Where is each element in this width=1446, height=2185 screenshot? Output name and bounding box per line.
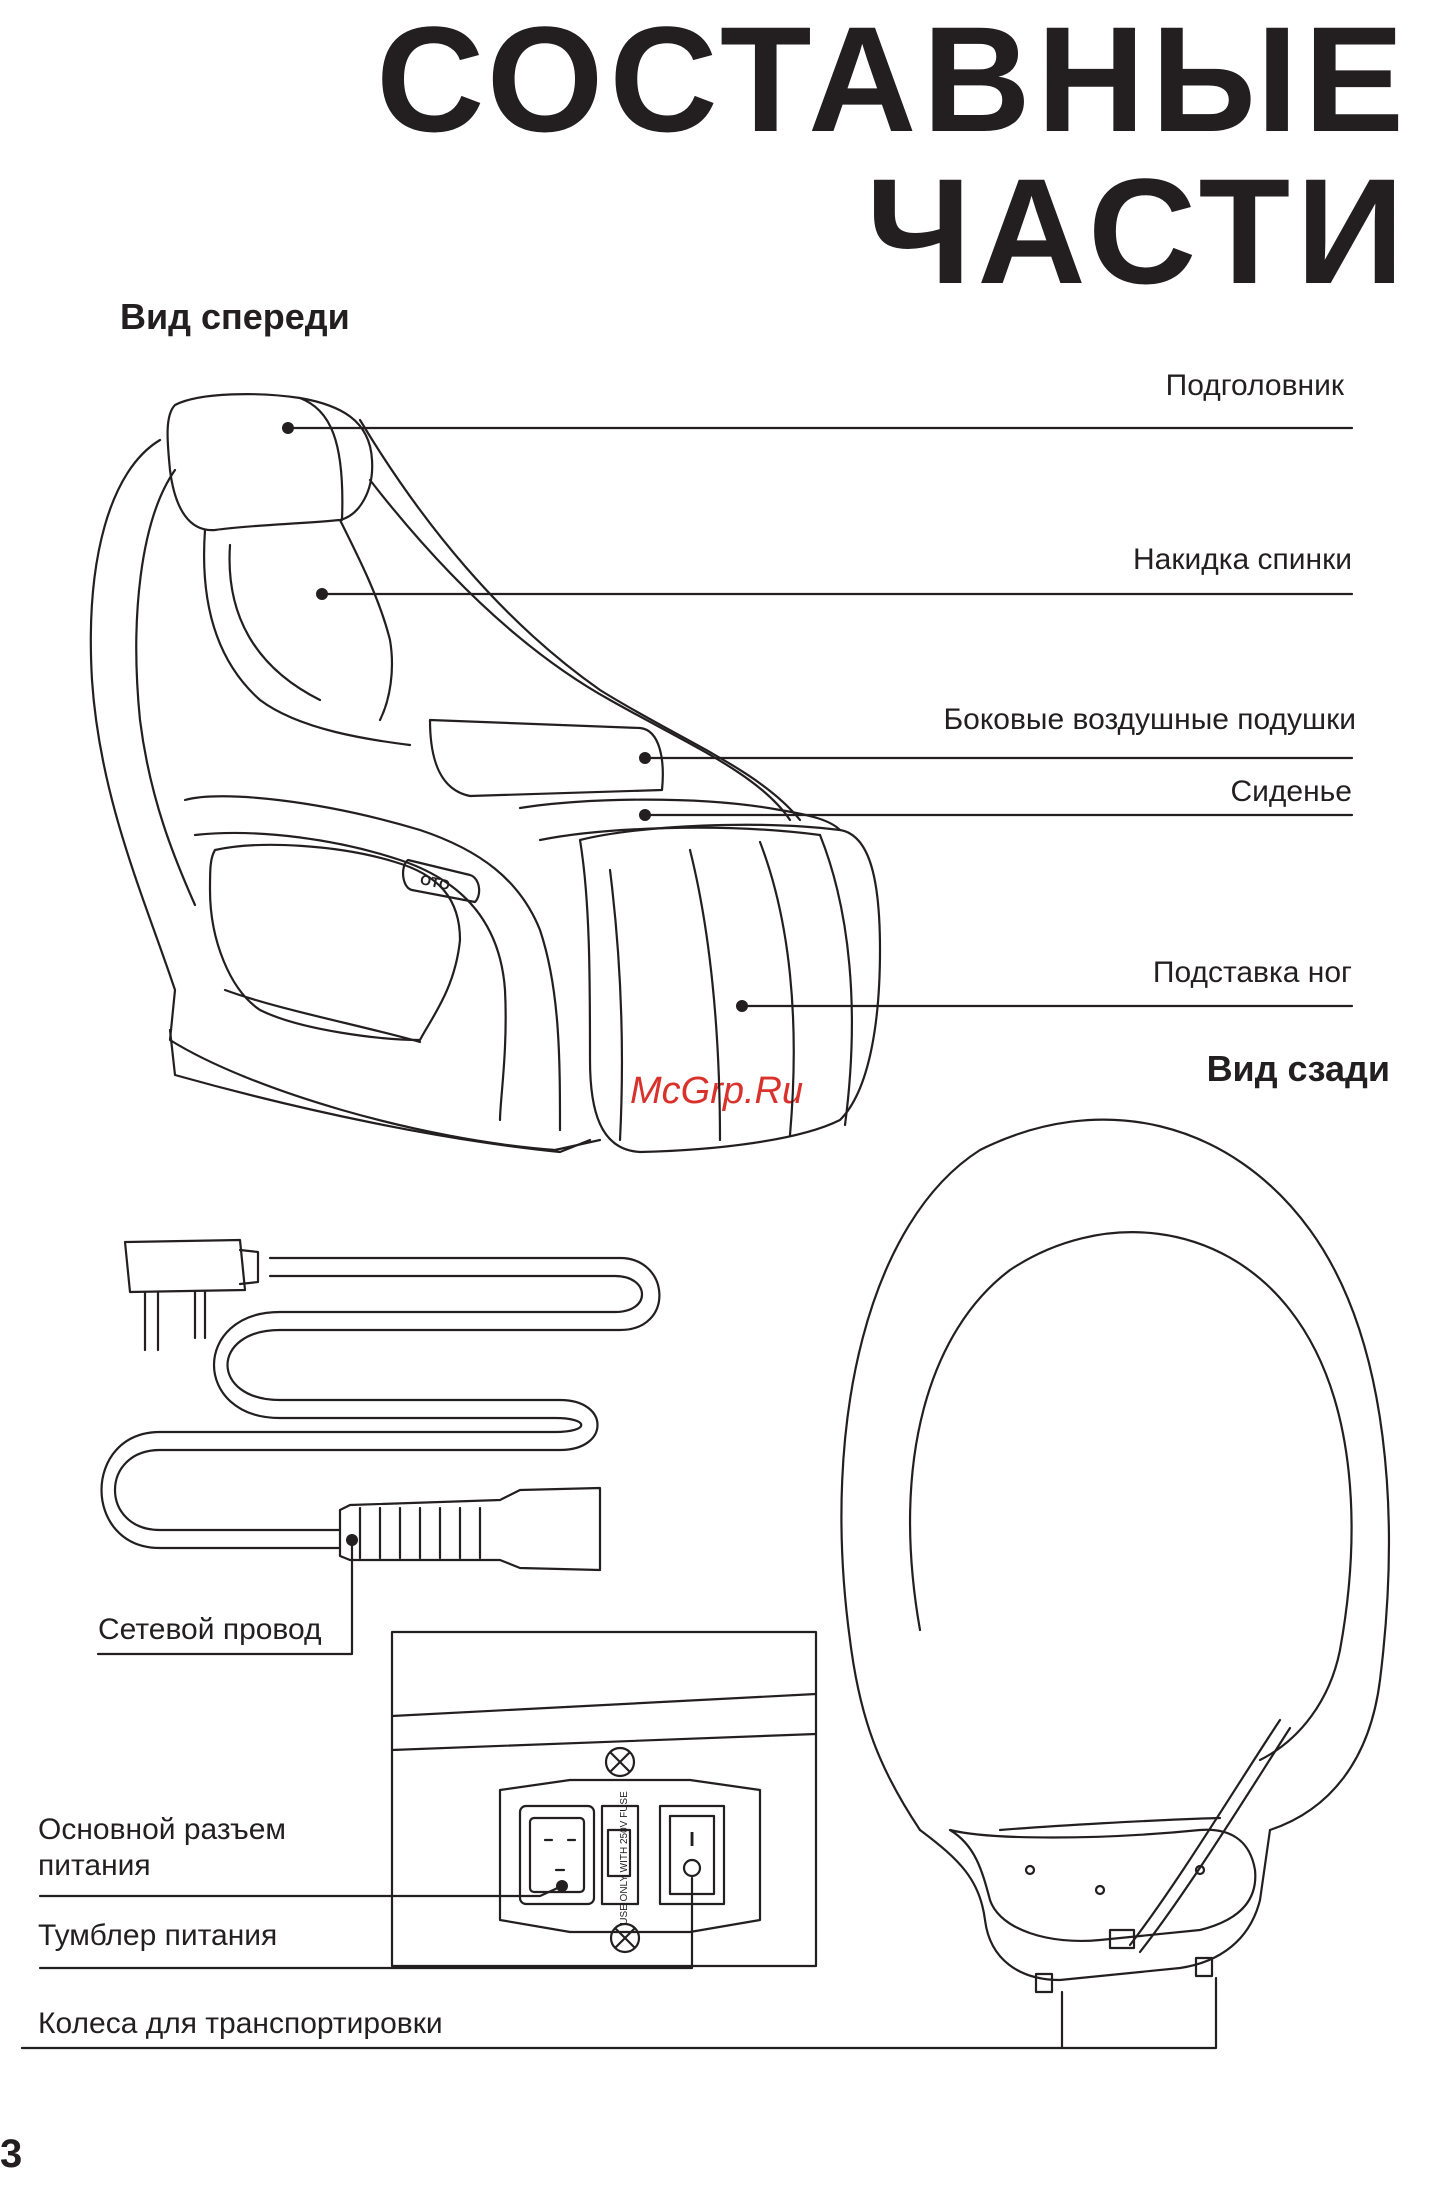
chair-logo: OTO — [419, 871, 452, 893]
switch-on-mark: I — [689, 1829, 695, 1851]
front-callout-dots — [282, 422, 748, 1012]
wheels-callout — [22, 1992, 1062, 2048]
main-socket-callout — [40, 1886, 562, 1896]
chair-rear-drawing — [841, 1120, 1388, 1992]
wheels-callout-2 — [1062, 1978, 1216, 2048]
switch-circle — [684, 1860, 700, 1876]
fuse-label: USE ONLY WITH 250V FUSE — [619, 1791, 630, 1925]
power-panel-detail — [392, 1632, 816, 1966]
power-cord-callout — [98, 1540, 352, 1654]
front-callouts — [288, 428, 1352, 1006]
chair-front-drawing — [91, 394, 880, 1152]
power-cord-drawing — [102, 1240, 660, 1570]
